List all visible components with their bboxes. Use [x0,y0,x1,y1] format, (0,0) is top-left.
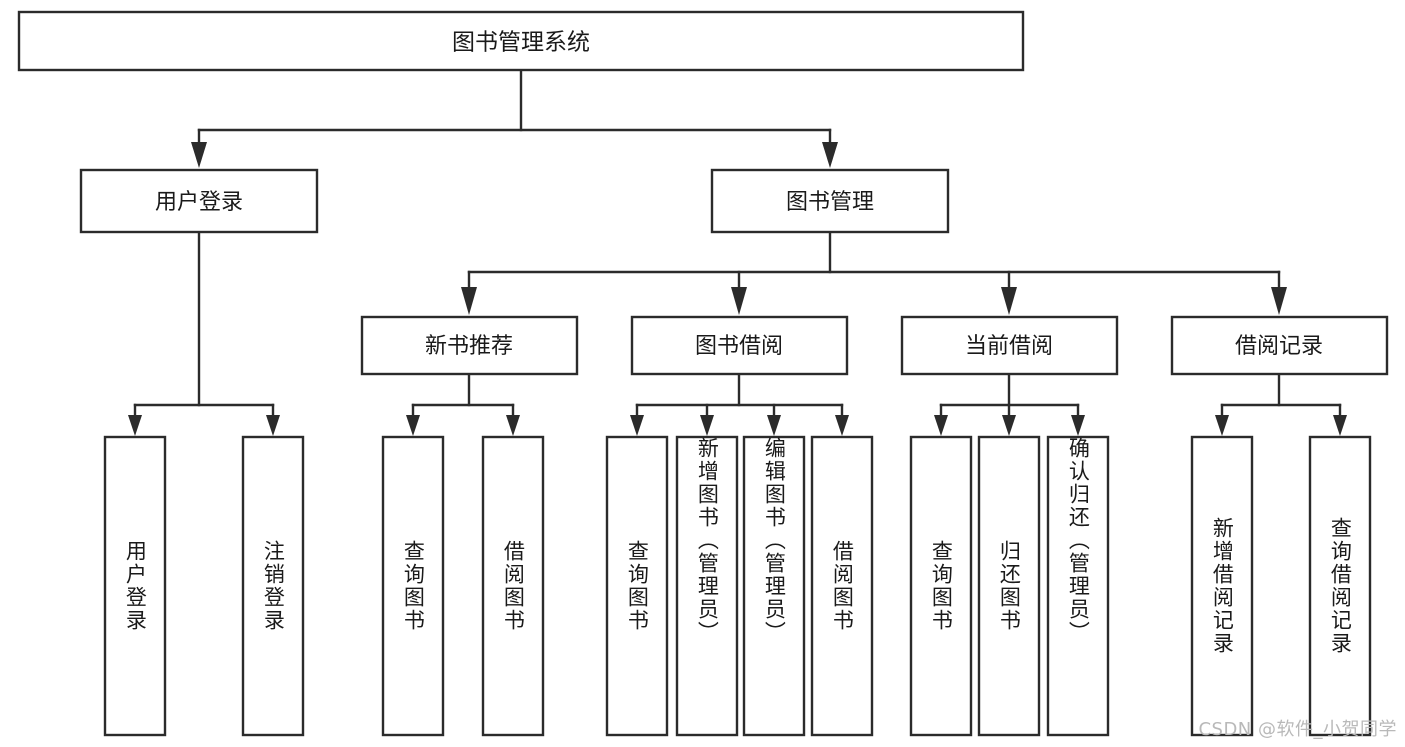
leaf-box-user-login-2[interactable] [241,435,305,737]
arrow-head-leaf-u1 [128,415,142,436]
arrow-head-leaf-b4 [835,415,849,436]
arrow-head-leaf-r1 [1215,415,1229,436]
connector-group-book-borrow-leaves [630,372,849,436]
arrow-head-leaf-c1 [934,415,948,436]
leaf-box-borrow-records-2[interactable] [1308,435,1372,737]
leaf-box-current-borrow-1[interactable] [909,435,973,737]
node-borrow-records[interactable]: 借阅记录 [1170,315,1389,376]
node-new-book-recommend-label: 新书推荐 [425,334,513,359]
leaf-box-book-borrow-4[interactable] [810,435,874,737]
node-book-borrow-box [630,315,849,376]
node-book-management-box [710,168,950,234]
leaf-box-user-login-1[interactable] [103,435,167,737]
node-book-management-label: 图书管理 [786,190,874,215]
arrow-head-new-book [461,287,477,315]
connector-group-new-book-leaves [406,372,520,436]
node-user-login-box [79,168,319,234]
node-borrow-records-label: 借阅记录 [1235,334,1323,359]
node-book-borrow[interactable]: 图书借阅 [630,315,849,376]
node-user-login-label: 用户登录 [155,190,243,215]
node-current-borrow[interactable]: 当前借阅 [900,315,1119,376]
leaf-box-book-borrow-2[interactable] [675,435,739,737]
node-borrow-records-box [1170,315,1389,376]
node-current-borrow-label: 当前借阅 [965,334,1053,359]
arrow-head-leaf-c3 [1071,415,1085,436]
arrow-head-leaf-b3 [767,415,781,436]
arrow-head-leaf-c2 [1002,415,1016,436]
node-new-book-recommend-box [360,315,579,376]
arrow-head-leaf-n1 [406,415,420,436]
arrow-head-book-manage [822,142,838,168]
connector-group-current-borrow-leaves [934,372,1085,436]
node-current-borrow-box [900,315,1119,376]
node-book-management[interactable]: 图书管理 [710,168,950,234]
node-root-label: 图书管理系统 [452,30,590,56]
connector-group-root-to-level2 [191,68,838,168]
arrow-head-current-borrow [1001,287,1017,315]
arrow-head-leaf-b1 [630,415,644,436]
arrow-head-borrow-records [1271,287,1287,315]
arrow-head-user-login [191,142,207,168]
node-root-box [17,10,1025,72]
leaf-box-borrow-records-1[interactable] [1190,435,1254,737]
arrow-head-leaf-b2 [700,415,714,436]
arrow-head-leaf-r2 [1333,415,1347,436]
node-user-login[interactable]: 用户登录 [79,168,319,234]
leaf-box-current-borrow-3[interactable] [1046,435,1110,737]
leaf-box-new-book-2[interactable] [481,435,545,737]
connector-group-borrow-records-leaves [1215,372,1347,436]
arrow-head-book-borrow [731,287,747,315]
node-book-borrow-label: 图书借阅 [695,334,783,359]
leaf-boxes-group [103,435,1372,737]
connector-group-level2-to-level3 [461,230,1287,315]
leaf-box-current-borrow-2[interactable] [977,435,1041,737]
node-new-book-recommend[interactable]: 新书推荐 [360,315,579,376]
leaf-box-book-borrow-1[interactable] [605,435,669,737]
arrow-head-leaf-u2 [266,415,280,436]
node-root-book-management-system[interactable]: 图书管理系统 [17,10,1025,72]
leaf-box-book-borrow-3[interactable] [742,435,806,737]
arrow-head-leaf-n2 [506,415,520,436]
leaf-box-new-book-1[interactable] [381,435,445,737]
connector-group-user-login-leaves [128,230,280,436]
